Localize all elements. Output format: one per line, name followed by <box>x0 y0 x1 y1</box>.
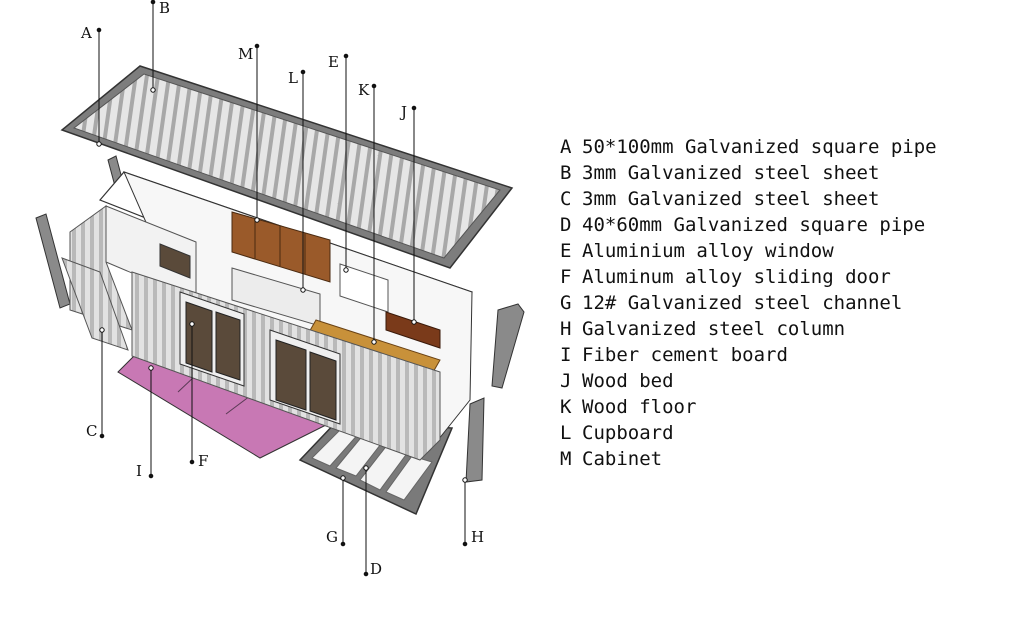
container-body <box>61 171 473 461</box>
loose-steel-parts <box>35 155 525 483</box>
steel-column-part <box>465 397 485 483</box>
leader-lines <box>96 0 468 577</box>
callout-a: A <box>80 24 92 42</box>
callout-l: L <box>288 69 298 87</box>
callout-b: B <box>159 0 170 17</box>
callout-i: I <box>136 462 142 480</box>
callout-j: J <box>399 103 407 121</box>
steel-column-part <box>491 303 525 389</box>
window <box>339 263 389 313</box>
wood-bed <box>385 311 441 349</box>
callout-m: M <box>238 45 253 63</box>
callout-k: K <box>358 81 370 99</box>
callout-d: D <box>370 560 382 578</box>
callout-f: F <box>198 452 208 470</box>
callout-labels: A B M L E K J C I F G D H <box>80 0 484 578</box>
roof-assembly <box>60 65 514 269</box>
side-wall-sheet <box>61 257 129 351</box>
callout-c: C <box>86 422 97 440</box>
roof-steel-sheet <box>72 73 501 259</box>
callout-h: H <box>471 528 484 546</box>
callout-g: G <box>326 528 338 546</box>
callout-e: E <box>328 53 339 71</box>
